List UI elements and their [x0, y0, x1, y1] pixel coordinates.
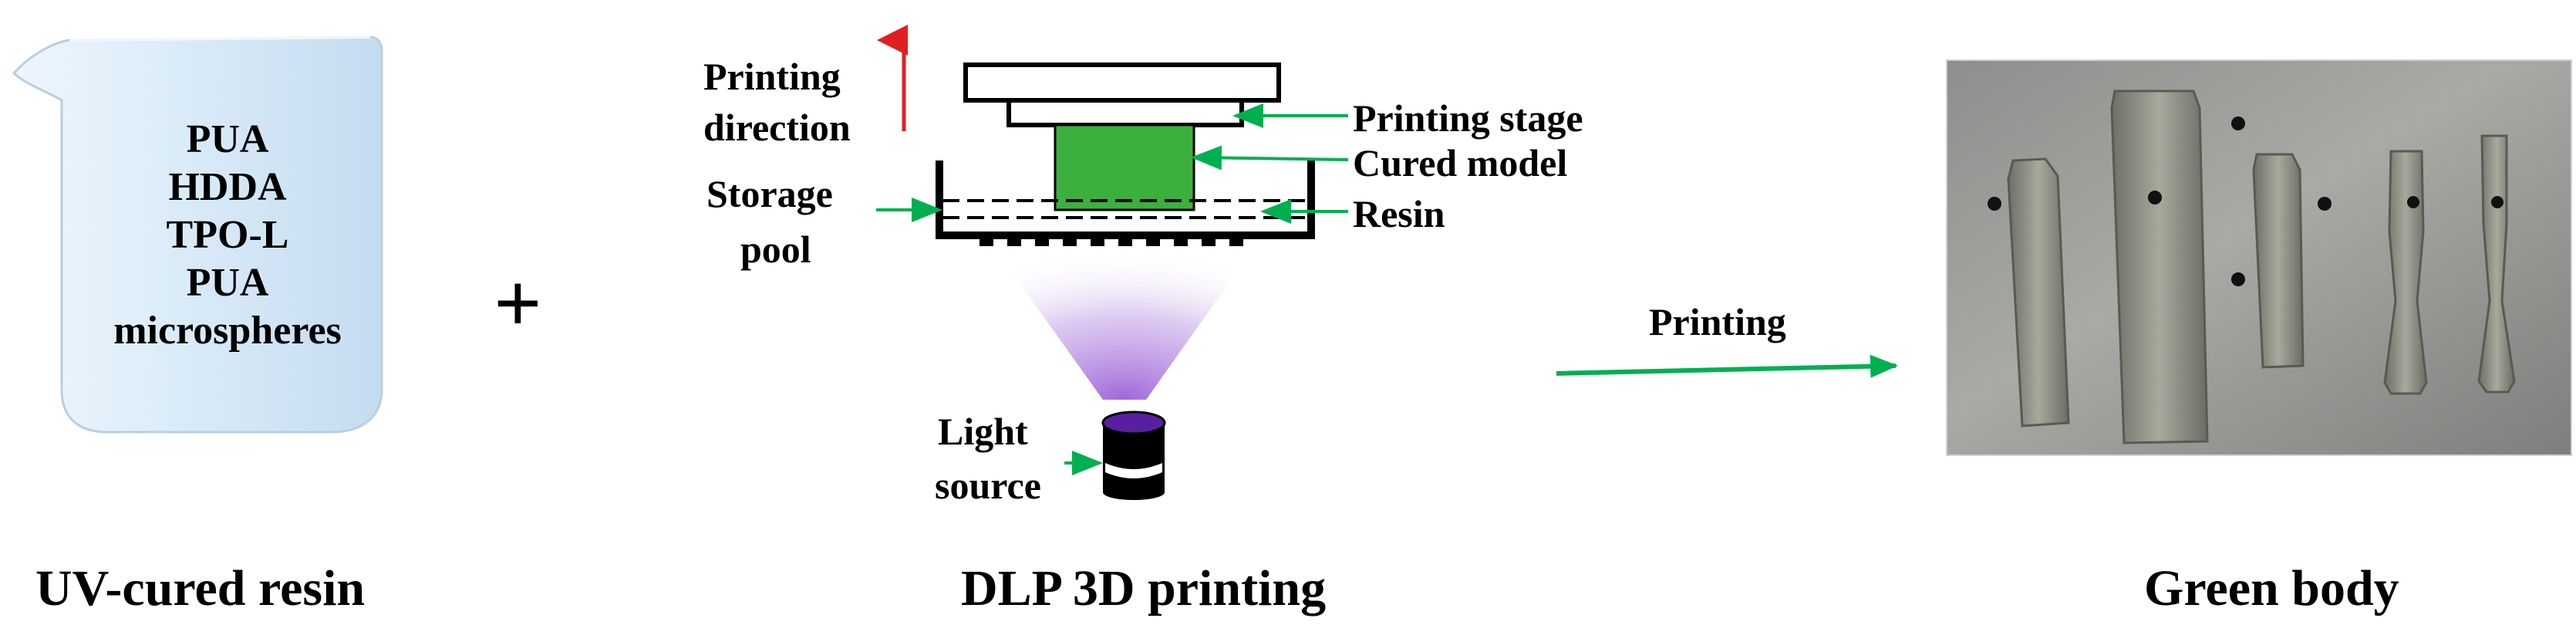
caption-dlp-3d-printing: DLP 3D printing: [961, 560, 1327, 617]
caption-green-body: Green body: [2144, 560, 2399, 617]
beaker-icon: [12, 35, 383, 434]
label-storage-pool-line1: Storage: [706, 172, 833, 215]
label-light-source-line1: Light: [938, 410, 1028, 453]
specimen-2: [2110, 90, 2209, 444]
resin-components-list: PUA HDDA TPO-L PUA microspheres: [85, 116, 370, 355]
label-light-source-line2: source: [935, 464, 1041, 507]
printing-stage: [963, 63, 1281, 127]
resin-component: HDDA: [168, 165, 287, 209]
process-arrow-label: Printing: [1649, 300, 1786, 343]
cured-model: [1054, 123, 1195, 211]
specimen-1: [2007, 157, 2070, 427]
specimen-5: [2477, 134, 2516, 394]
label-cured-model: Cured model: [1353, 141, 1568, 184]
pointer-arrow-cured-model: [1191, 145, 1349, 171]
specimen-4: [2383, 150, 2428, 395]
label-printing-direction-line1: Printing: [703, 55, 841, 98]
label-printing-direction-line2: direction: [703, 106, 851, 149]
resin-component: TPO-L: [166, 213, 289, 257]
resin-component: PUA: [186, 117, 269, 161]
light-beam: [995, 248, 1253, 400]
label-resin: Resin: [1353, 192, 1445, 235]
light-source-icon: [1101, 411, 1166, 500]
green-body-photo: [1946, 59, 2572, 456]
label-printing-stage: Printing stage: [1353, 96, 1583, 140]
resin-component: microspheres: [113, 309, 342, 353]
specimen-3: [2252, 153, 2305, 369]
plus-sign: +: [494, 256, 542, 350]
label-storage-pool-line2: pool: [740, 228, 811, 271]
resin-component: PUA: [186, 261, 269, 305]
process-arrow: [1556, 354, 1898, 378]
caption-uv-cured-resin: UV-cured resin: [35, 560, 366, 617]
